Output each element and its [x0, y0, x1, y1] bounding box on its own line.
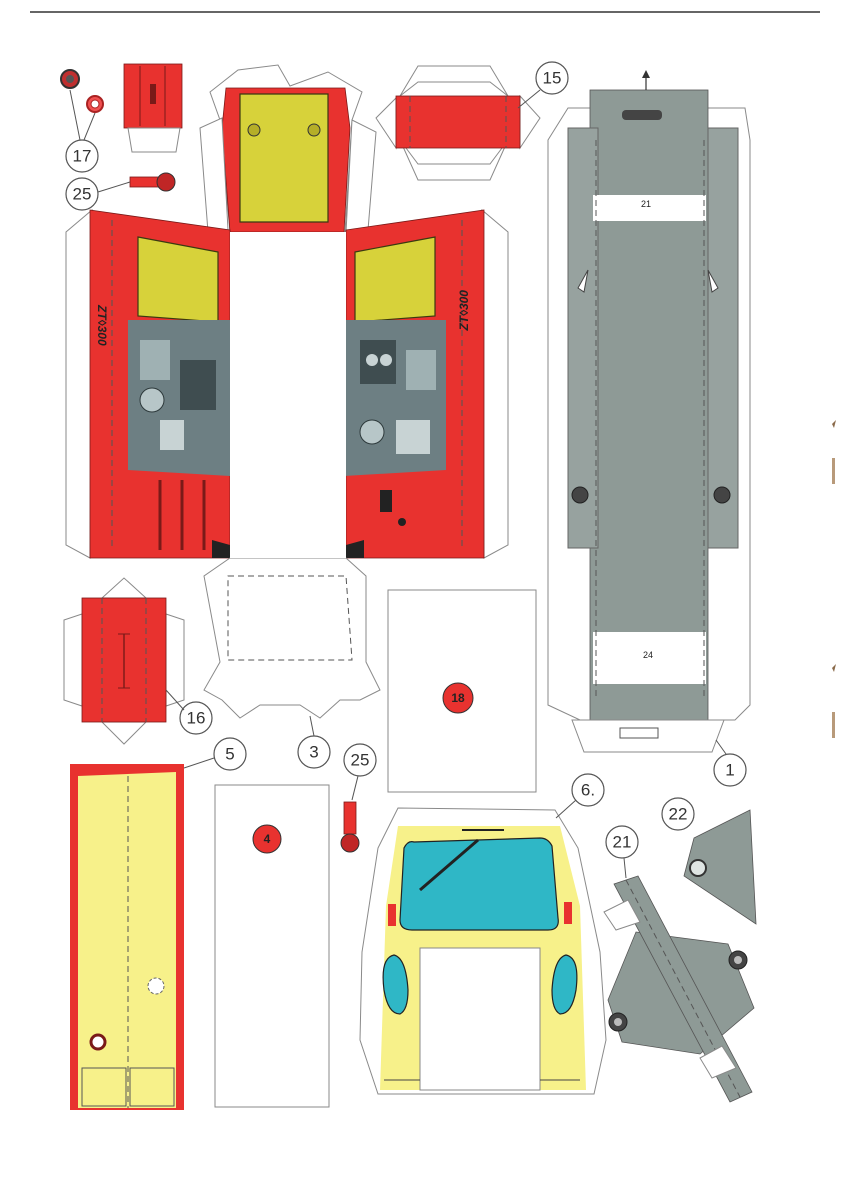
callout-5: 5 — [183, 737, 247, 771]
callout-3: 3 — [297, 715, 331, 769]
part-22 — [683, 809, 757, 925]
part-1-chassis — [547, 70, 751, 753]
part-6-cab-front — [359, 807, 607, 1095]
callout-15: 15 — [517, 61, 569, 109]
floor-marking-lower: 24 — [643, 650, 653, 660]
part-number-5: 5 — [225, 745, 234, 764]
callout-1: 1 — [713, 739, 747, 787]
scan-mark — [832, 420, 836, 428]
part-number-25b: 25 — [351, 751, 370, 770]
part-number-15: 15 — [543, 69, 562, 88]
part-25-top — [129, 172, 176, 192]
part-16 — [63, 577, 185, 745]
part-5 — [70, 764, 184, 1110]
callout-25b: 25 — [343, 743, 377, 801]
callout-25a: 25 — [65, 177, 131, 211]
callout-17: 17 — [65, 139, 99, 173]
part-small-block — [123, 63, 183, 153]
side-marking-left: ZT◊300 — [95, 304, 109, 346]
side-panel-left — [65, 208, 231, 559]
callout-16: 16 — [165, 689, 213, 735]
cab-roof-piece — [199, 64, 377, 233]
side-marking-right: ZT◊300 — [457, 290, 471, 332]
floor-marking-upper: 21 — [641, 199, 651, 209]
part-number-22: 22 — [669, 805, 688, 824]
part-18 — [387, 589, 537, 793]
part-number-1: 1 — [725, 761, 734, 780]
scan-mark — [832, 458, 835, 484]
part-number-3: 3 — [309, 743, 318, 762]
part-number-21: 21 — [613, 833, 632, 852]
callout-6: 6. — [555, 773, 605, 819]
part-21 — [603, 875, 755, 1103]
part-number-16: 16 — [187, 709, 206, 728]
scan-mark — [832, 664, 836, 672]
part-number-18: 18 — [451, 691, 465, 705]
part-25-bottom — [340, 801, 360, 853]
callout-22: 22 — [661, 797, 695, 831]
part-number-25a: 25 — [73, 185, 92, 204]
part-15 — [375, 65, 541, 181]
part-17 — [60, 69, 104, 141]
part-4 — [214, 784, 330, 1108]
scan-mark — [832, 712, 835, 738]
part-3 — [203, 232, 381, 719]
part-number-17: 17 — [73, 147, 92, 166]
callout-21: 21 — [605, 825, 639, 879]
part-number-6: 6. — [581, 781, 595, 800]
side-panel-right — [344, 208, 509, 559]
part-number-4: 4 — [264, 832, 271, 846]
